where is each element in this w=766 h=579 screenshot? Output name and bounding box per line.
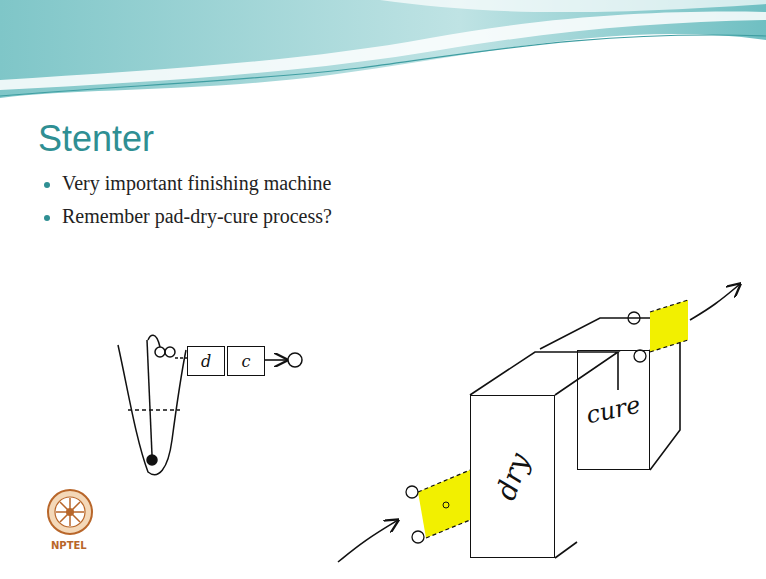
dryer-chamber: dry: [470, 395, 555, 558]
dryer-box: d: [187, 346, 225, 376]
curing-chamber: cure: [577, 350, 650, 470]
header-line: [0, 35, 766, 96]
dryer-box-sketch: [470, 352, 618, 558]
slide-title: Stenter: [38, 118, 154, 160]
bullet-dot: [44, 182, 50, 188]
box-label: d: [201, 352, 211, 371]
bullet-text: Very important finishing machine: [62, 172, 331, 195]
flow-arrow: [338, 520, 398, 562]
bullet-text: Remember pad-dry-cure process?: [62, 205, 332, 228]
flow-arrows: [265, 284, 740, 562]
fabric-entry: [406, 470, 470, 543]
header-band: [0, 0, 766, 98]
nptel-emblem: [48, 490, 92, 534]
header-swoosh: [380, 0, 766, 12]
bullet-dot: [44, 215, 50, 221]
box-label: dry: [489, 449, 536, 505]
pad-trough-sketch: [118, 335, 302, 474]
logo-text: NPTEL: [51, 540, 87, 551]
flow-arrow: [690, 284, 740, 320]
box-label: c: [242, 352, 251, 371]
curing-box: c: [227, 346, 265, 376]
fabric-exit: [628, 300, 688, 362]
box-label: cure: [584, 391, 643, 430]
header-swoosh: [0, 12, 766, 90]
flow-arrow: [265, 359, 287, 361]
